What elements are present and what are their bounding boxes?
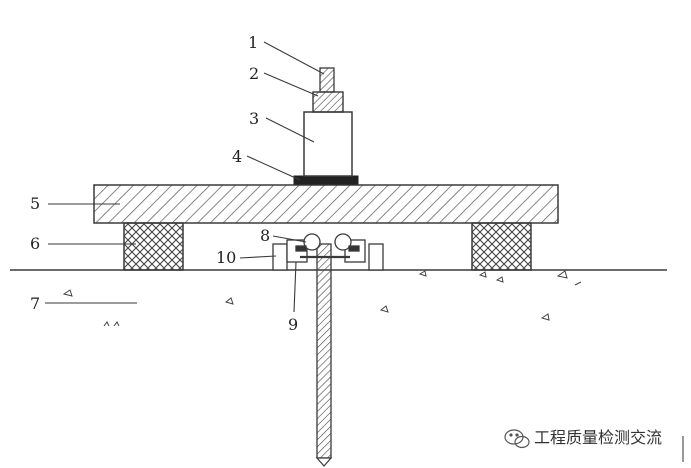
pull-rod <box>319 67 335 93</box>
label-6: 6 <box>30 234 40 253</box>
wechat-logo-icon <box>504 429 530 449</box>
support-block-left <box>123 222 184 271</box>
label-2: 2 <box>249 64 259 83</box>
label-5: 5 <box>30 194 40 213</box>
load-beam <box>93 184 559 224</box>
label-1: 1 <box>248 33 258 52</box>
soil-marks <box>62 270 582 327</box>
watermark: 工程质量检测交流 <box>504 428 662 449</box>
leader-lines <box>45 41 325 313</box>
jack-body <box>303 111 353 177</box>
label-7: 7 <box>30 294 40 313</box>
gauge-assembly <box>272 233 384 271</box>
label-10: 10 <box>216 248 236 267</box>
watermark-text: 工程质量检测交流 <box>534 428 662 447</box>
jack-cap <box>312 91 344 113</box>
label-8: 8 <box>260 226 270 245</box>
label-3: 3 <box>249 109 259 128</box>
pile-shaft <box>315 243 333 467</box>
label-4: 4 <box>232 147 242 166</box>
support-block-right <box>471 222 532 271</box>
bearing-plate <box>293 175 359 185</box>
label-9: 9 <box>288 315 298 334</box>
